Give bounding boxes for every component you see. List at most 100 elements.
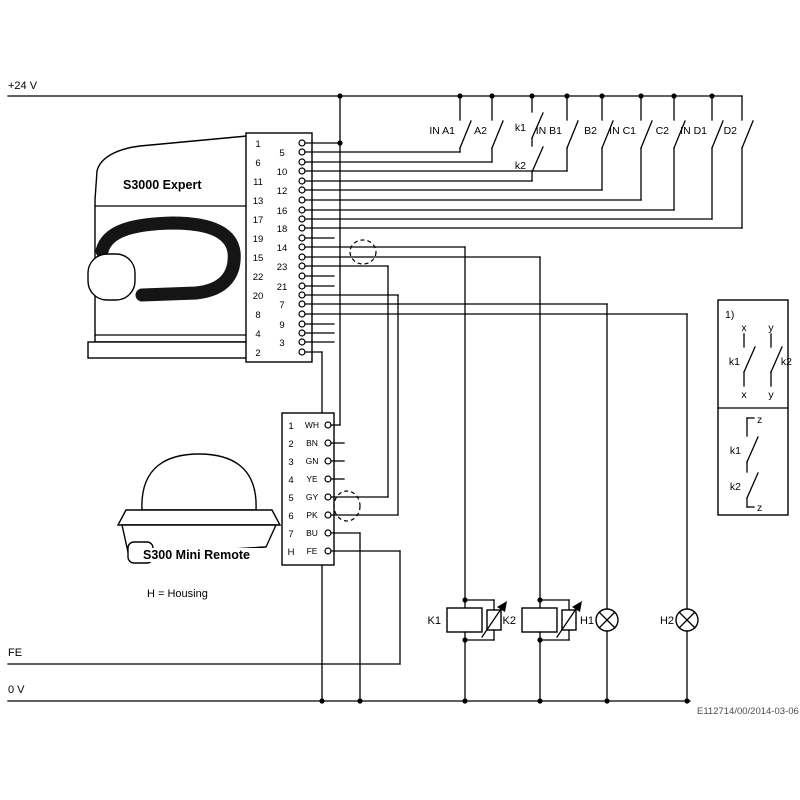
terminal-circle <box>298 186 306 194</box>
pair-marker-efi <box>333 490 361 522</box>
wire-color-gn: GN <box>306 456 319 466</box>
s300-label: S300 Mini Remote <box>143 548 250 562</box>
s3000-pin-13: 13 <box>253 196 264 207</box>
s3000-pin-20: 20 <box>253 291 264 302</box>
s300-pin-3: 3 <box>288 457 293 468</box>
remote-terminal-outline <box>281 412 335 566</box>
contact-k1-k2-series: k1 k2 <box>515 95 544 182</box>
s3000-pin-5: 5 <box>279 148 284 159</box>
terminal-circle <box>324 421 332 429</box>
wire-segment <box>598 611 616 629</box>
contact-label-k1: k1 <box>515 122 526 134</box>
wire-color-wh: WH <box>305 420 319 430</box>
varistor-arrowhead <box>572 601 582 612</box>
terminal-circle <box>324 529 332 537</box>
remote-dome <box>141 453 257 511</box>
terminal-circle <box>324 547 332 555</box>
relay-k1: K1 <box>428 597 507 702</box>
s3000-pin-22: 22 <box>253 272 264 283</box>
s3000-terminal-block: 1 5 6 10 11 12 13 16 17 18 19 14 15 23 2… <box>245 132 313 363</box>
pair-marker-ossd <box>349 239 377 265</box>
scanner-base <box>87 341 253 359</box>
legend-y-top: y <box>768 322 774 334</box>
terminal-circle <box>298 158 306 166</box>
wire-segment <box>711 120 724 149</box>
s3000-pin-7: 7 <box>279 300 284 311</box>
contact-label-b2: B2 <box>584 125 597 137</box>
terminal-circle <box>298 282 306 290</box>
wire-color-pk: PK <box>306 510 318 520</box>
contact-in-c1: IN C1 <box>609 95 653 201</box>
s300-pin-h: H <box>288 547 295 558</box>
s300-terminal-block: 1 WH 2 BN 3 GN 4 YE 5 GY 6 PK 7 BU H FE <box>281 412 335 566</box>
s300-pin-2: 2 <box>288 439 293 450</box>
wire-segment <box>556 608 577 638</box>
junction-dot <box>462 637 468 643</box>
contact-a2: A2 <box>474 95 504 163</box>
terminal-circle <box>324 475 332 483</box>
s3000-pin-3: 3 <box>279 338 284 349</box>
contact-in-b1: IN B1 <box>536 95 579 172</box>
s3000-pin-19: 19 <box>253 234 264 245</box>
contact-label-d2: D2 <box>724 125 738 137</box>
relay-coil <box>521 607 558 633</box>
wire-segment <box>566 120 579 149</box>
junction-dot <box>537 637 543 643</box>
terminal-circle <box>298 215 306 223</box>
contact-label-a2: A2 <box>474 125 487 137</box>
wire-segment <box>481 608 502 638</box>
s300-wiring <box>330 424 401 552</box>
legend-k2-bottom: k2 <box>730 481 741 493</box>
wire-segment <box>678 611 696 629</box>
lamp-h1: H1 <box>580 608 619 702</box>
terminal-circle <box>298 338 306 346</box>
s3000-pin-11: 11 <box>253 177 263 188</box>
contact-d2: D2 <box>724 95 754 229</box>
legend-note: 1) <box>725 309 734 321</box>
contact-label-in-c1: IN C1 <box>609 125 636 137</box>
power-rail-24v: +24 V <box>7 80 743 99</box>
lamp-h2: H2 <box>660 608 699 702</box>
s3000-pin-6: 6 <box>255 158 260 169</box>
terminal-circle <box>298 310 306 318</box>
lamp-h2-label: H2 <box>660 615 674 627</box>
s3000-label: S3000 Expert <box>123 178 202 192</box>
input-contacts: IN A1 A2 k1 k2 IN B1 B2 IN C1 <box>429 95 754 229</box>
s3000-pin-4: 4 <box>255 329 260 340</box>
s3000-pin-12: 12 <box>277 186 288 197</box>
relay-k2: K2 <box>503 597 582 702</box>
terminal-circle <box>298 329 306 337</box>
zero-volt-rail: 0 V <box>7 684 691 704</box>
contact-label-k2: k2 <box>515 160 526 172</box>
terminal-circle <box>298 167 306 175</box>
wire-segment <box>743 346 756 373</box>
housing-note: H = Housing <box>147 588 208 600</box>
terminal-circle <box>298 300 306 308</box>
s3000-pin-9: 9 <box>279 320 284 331</box>
s300-mini-remote: S300 Mini Remote H = Housing <box>116 453 282 600</box>
remote-brim <box>116 509 282 526</box>
legend-x-bottom: x <box>741 389 747 401</box>
wire-segment <box>770 346 783 373</box>
legend-k1-bottom: k1 <box>730 445 741 457</box>
s3000-scanner: S3000 Expert <box>87 135 253 359</box>
scan-window-band <box>95 216 241 302</box>
terminal-circle <box>298 177 306 185</box>
legend-k2-top: k2 <box>781 356 792 368</box>
legend-k1-top: k1 <box>729 356 740 368</box>
terminal-circle <box>298 243 306 251</box>
rail-label-fe: FE <box>8 647 22 659</box>
terminal-circle <box>298 262 306 270</box>
wire-color-bn: BN <box>306 438 318 448</box>
wire-color-fe: FE <box>307 546 318 556</box>
terminal-circle <box>324 439 332 447</box>
relay-coil <box>446 607 483 633</box>
terminal-circle <box>298 234 306 242</box>
s3000-pin-8: 8 <box>255 310 260 321</box>
terminal-circle <box>298 320 306 328</box>
legend-x-top: x <box>741 322 747 334</box>
s3000-pin-10: 10 <box>277 167 288 178</box>
terminal-circle <box>324 493 332 501</box>
wire-segment <box>459 120 472 149</box>
